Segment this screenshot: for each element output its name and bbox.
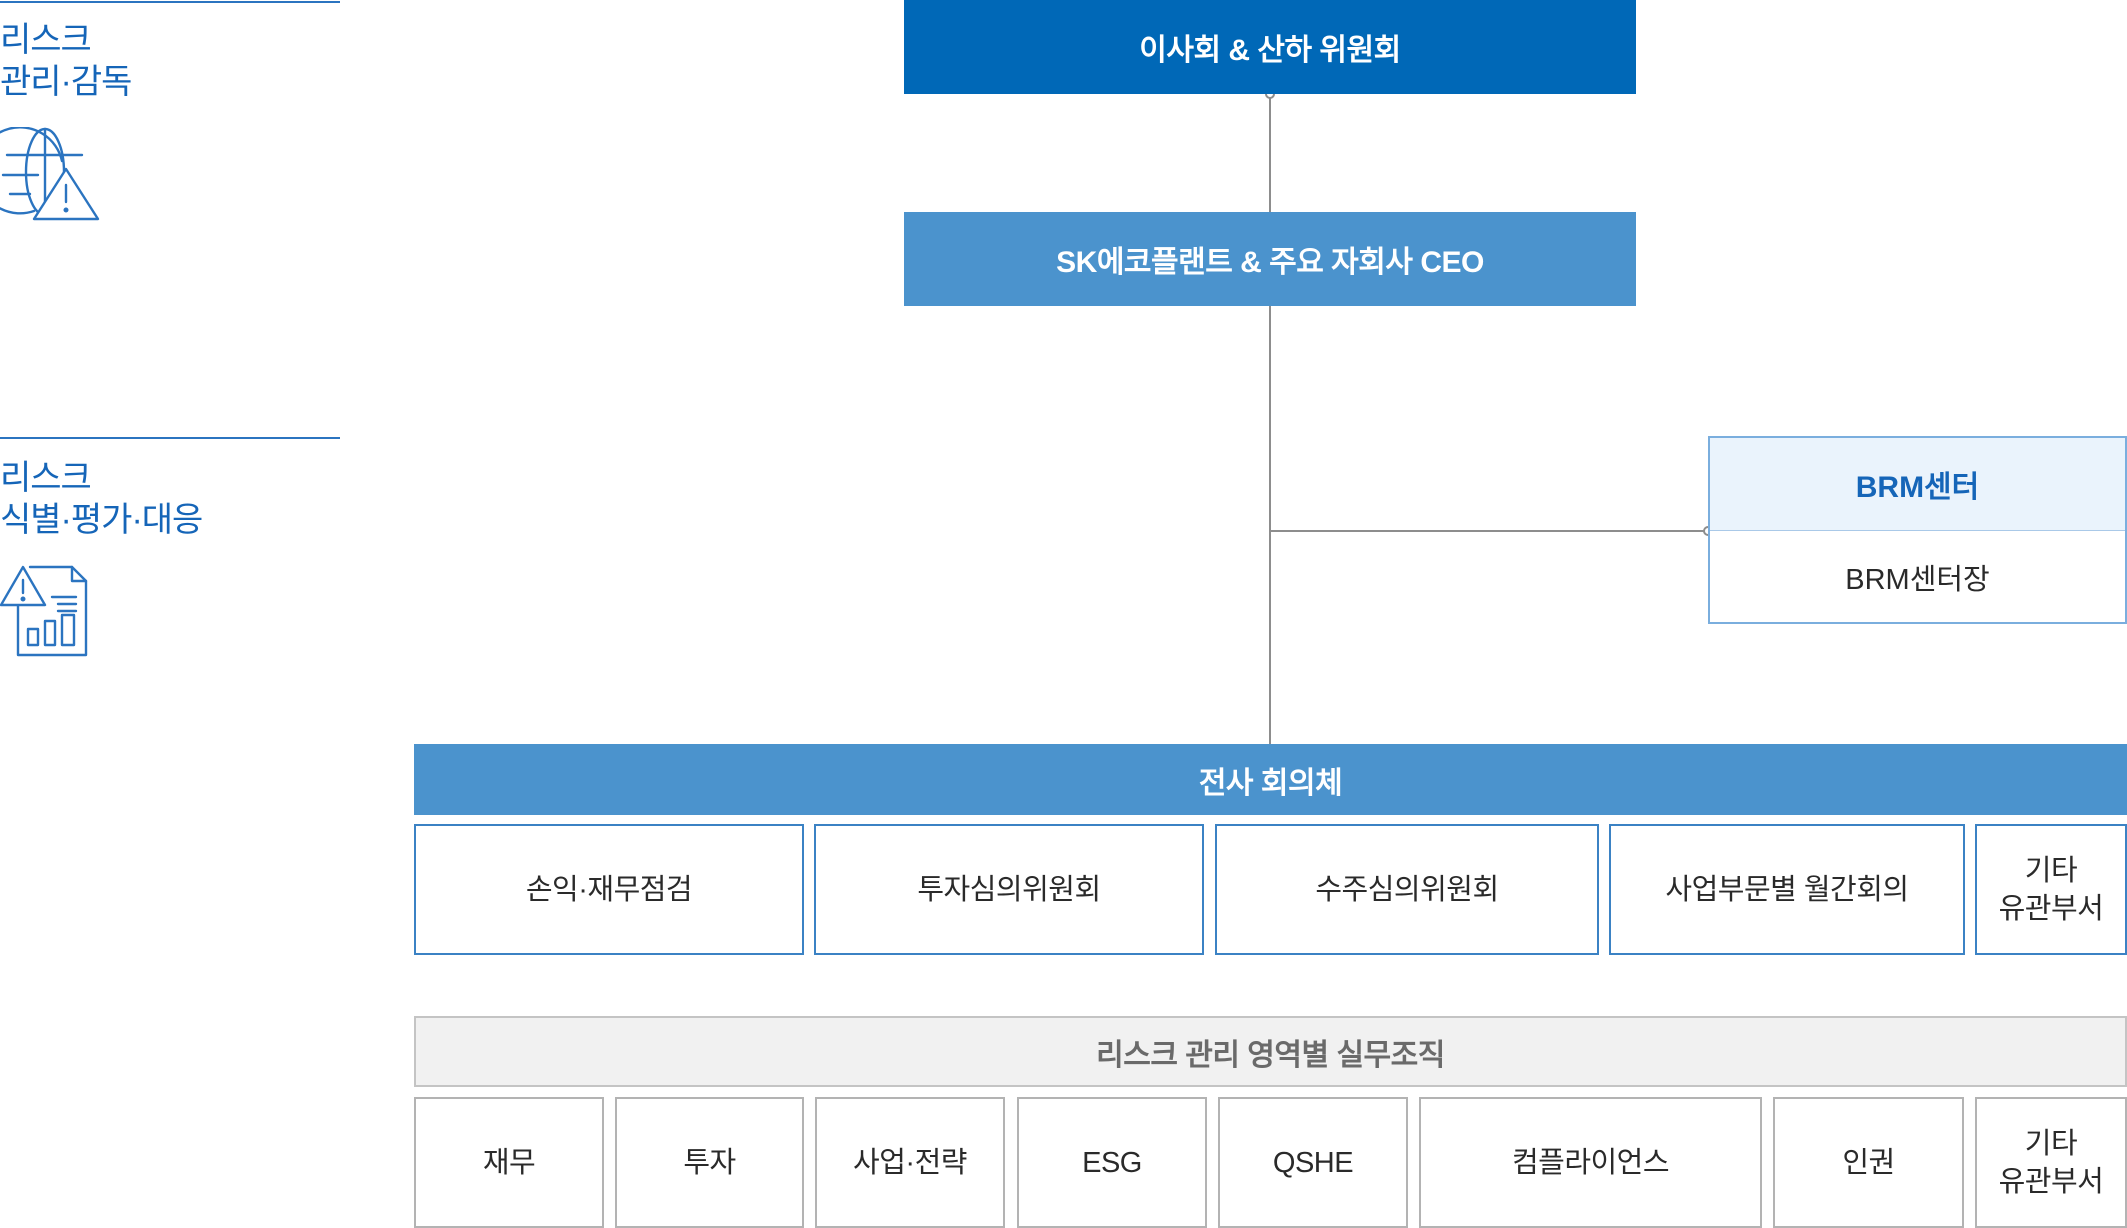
council-item: 손익·재무점검 bbox=[414, 824, 804, 955]
working-org-item: ESG bbox=[1017, 1097, 1207, 1228]
section-divider bbox=[0, 1, 340, 3]
working-org-item: 인권 bbox=[1773, 1097, 1964, 1228]
council-item: 수주심의위원회 bbox=[1215, 824, 1599, 955]
working-org-item: QSHE bbox=[1218, 1097, 1408, 1228]
council-item: 기타 유관부서 bbox=[1975, 824, 2127, 955]
globe-warning-icon bbox=[0, 126, 102, 223]
working-org-item: 기타 유관부서 bbox=[1975, 1097, 2127, 1228]
brm-center-head: BRM센터장 bbox=[1710, 531, 2125, 622]
board-committee-box: 이사회 & 산하 위원회 bbox=[904, 0, 1636, 94]
document-warning-chart-icon bbox=[0, 565, 90, 659]
working-org-item: 투자 bbox=[615, 1097, 804, 1228]
working-org-item: 컴플라이언스 bbox=[1419, 1097, 1762, 1228]
working-org-item: 사업·전략 bbox=[815, 1097, 1005, 1228]
council-item: 투자심의위원회 bbox=[814, 824, 1204, 955]
working-org-header: 리스크 관리 영역별 실무조직 bbox=[414, 1016, 2127, 1087]
council-item: 사업부문별 월간회의 bbox=[1609, 824, 1965, 955]
section-title-identification: 리스크 식별·평가·대응 bbox=[0, 459, 203, 539]
section-title-oversight: 리스크 관리·감독 bbox=[0, 21, 132, 101]
ceo-box: SK에코플랜트 & 주요 자회사 CEO bbox=[904, 212, 1636, 306]
brm-center-box: BRM센터 BRM센터장 bbox=[1708, 436, 2127, 624]
council-header: 전사 회의체 bbox=[414, 744, 2127, 815]
working-org-item: 재무 bbox=[414, 1097, 604, 1228]
brm-center-title: BRM센터 bbox=[1710, 438, 2125, 531]
section-divider bbox=[0, 437, 340, 439]
